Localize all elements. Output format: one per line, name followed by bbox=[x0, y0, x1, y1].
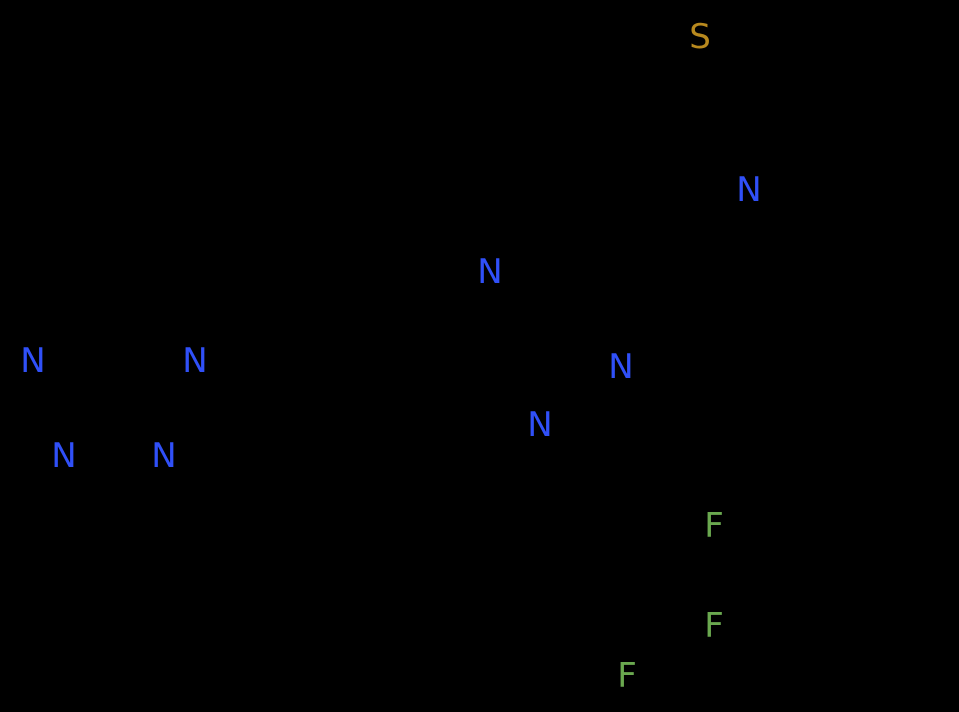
atom-nitrogen-label: N bbox=[477, 252, 503, 292]
atom-sulfur-label: S bbox=[689, 17, 711, 57]
atom-fluorine-label: F bbox=[704, 606, 724, 646]
atom-nitrogen-label: N bbox=[151, 436, 177, 476]
atom-nitrogen-label: N bbox=[527, 405, 553, 445]
atom-nitrogen-label: N bbox=[608, 347, 634, 387]
atom-fluorine-label: F bbox=[704, 506, 724, 546]
atom-fluorine-label: F bbox=[617, 656, 637, 696]
atom-nitrogen-label: N bbox=[20, 341, 46, 381]
atom-nitrogen-label: N bbox=[51, 436, 77, 476]
atom-nitrogen-label: N bbox=[736, 170, 762, 210]
atom-nitrogen-label: N bbox=[182, 341, 208, 381]
